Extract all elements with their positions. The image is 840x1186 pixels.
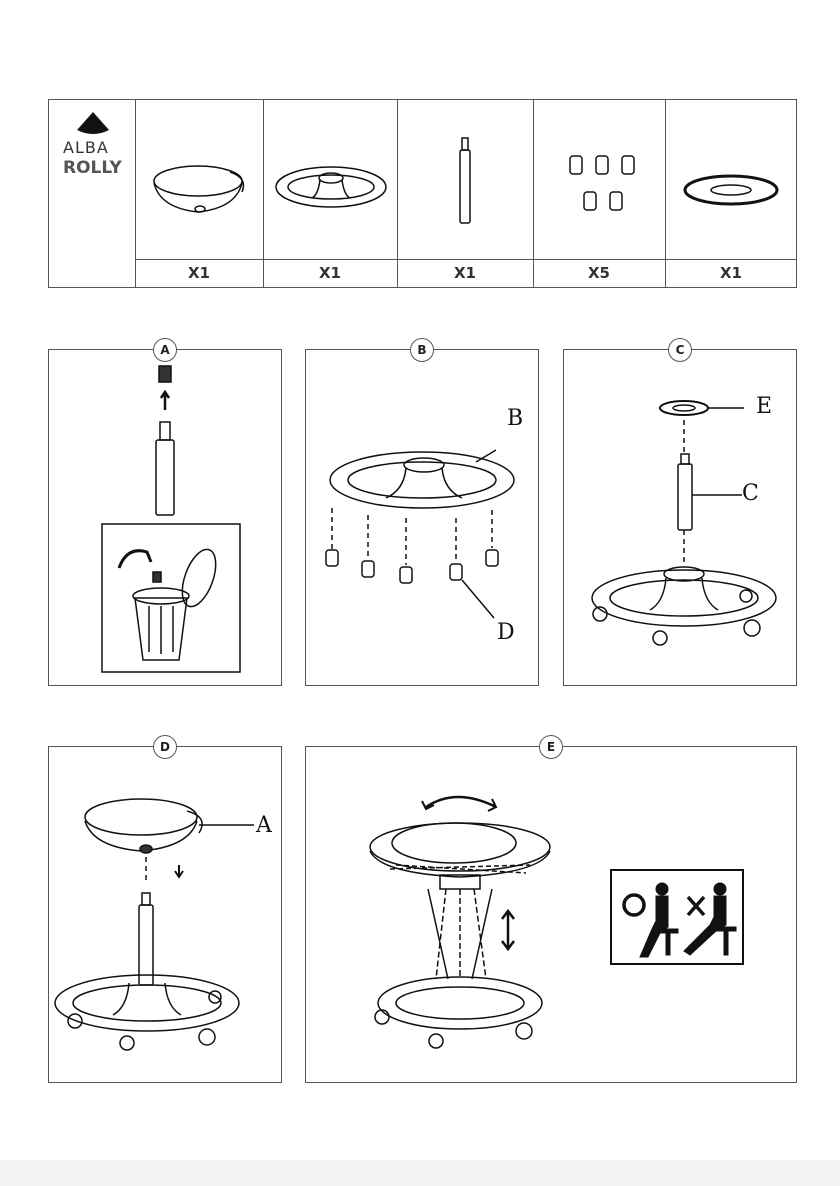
correct-incorrect-posture-icon <box>622 882 737 958</box>
divider <box>665 99 666 288</box>
casters-icon <box>569 155 635 211</box>
product-name: ROLLY <box>63 158 122 178</box>
parts-grid <box>135 99 797 288</box>
alba-logo-icon <box>77 112 109 134</box>
logo-text: ALBA <box>63 138 109 157</box>
callout-label: E <box>756 394 773 419</box>
step-a-panel: A <box>48 338 282 686</box>
step-badge: E <box>539 735 563 759</box>
callout-label: D <box>497 620 515 645</box>
step-b-panel: B B D <box>305 338 539 686</box>
qty-casters: X5 <box>587 264 610 282</box>
divider <box>533 99 534 288</box>
parts-illustrations <box>153 137 779 224</box>
attach-casters-illustration <box>325 449 515 619</box>
insert-gas-lift-illustration <box>591 400 777 646</box>
attach-seat-illustration <box>54 798 254 1051</box>
seat-icon <box>153 165 245 213</box>
callout-label: B <box>507 406 524 431</box>
brand-cell: ALBA ROLLY <box>48 99 136 288</box>
divider <box>135 259 797 260</box>
tilt-height-adjust-illustration <box>369 795 551 1049</box>
step-c-panel: C E C <box>563 338 797 686</box>
qty-gas-lift: X1 <box>453 264 476 282</box>
step-e-panel: E <box>305 735 797 1083</box>
step-badge: C <box>668 338 692 362</box>
base-icon <box>275 166 387 208</box>
step-badge: B <box>410 338 434 362</box>
qty-base: X1 <box>318 264 341 282</box>
divider <box>263 99 264 288</box>
callout-label: A <box>256 813 272 838</box>
gas-lift-icon <box>459 137 471 224</box>
divider <box>397 99 398 288</box>
posture-warning-sign <box>610 869 744 965</box>
step-badge: A <box>153 338 177 362</box>
step-badge: D <box>153 735 177 759</box>
callout-label: C <box>742 481 759 506</box>
qty-washer: X1 <box>719 264 742 282</box>
step-d-panel: D A <box>48 735 282 1083</box>
qty-seat: X1 <box>187 264 210 282</box>
page-footer-band <box>0 1160 840 1186</box>
remove-cap-illustration <box>101 365 241 673</box>
washer-icon <box>683 174 779 206</box>
